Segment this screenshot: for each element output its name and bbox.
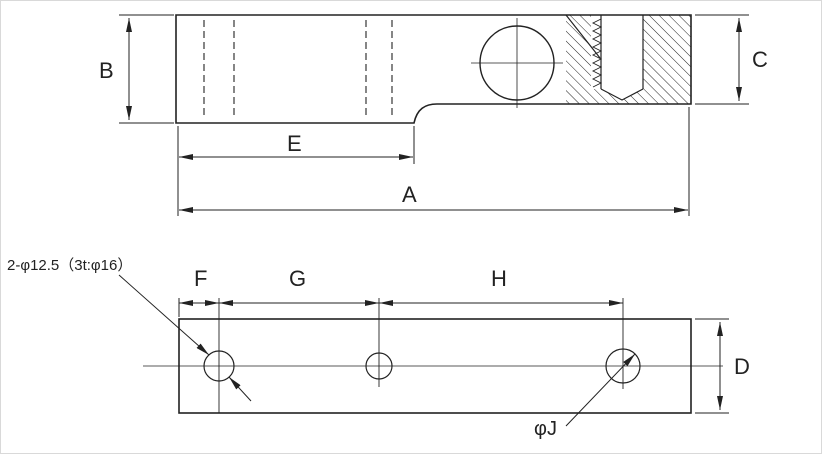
plan-view-dimensions: F G H D 2-φ12.5（3t:φ16） φJ	[7, 257, 750, 440]
plan-view	[143, 298, 723, 414]
hatch-area	[566, 15, 691, 104]
dim-label-a: A	[402, 182, 417, 207]
hole-note: 2-φ12.5（3t:φ16）	[7, 257, 132, 274]
side-view	[175, 14, 692, 124]
chamfer-edge	[565, 14, 601, 59]
side-view-outline	[175, 14, 692, 124]
dim-label-g: G	[289, 266, 306, 291]
dim-label-c: C	[752, 47, 768, 72]
hole2	[365, 352, 393, 380]
thread-profile	[591, 18, 603, 88]
dim-label-b: B	[99, 58, 114, 83]
hole-j-label: φJ	[534, 418, 557, 440]
hole-j-leader	[565, 353, 636, 427]
hole-note-leader	[118, 274, 210, 356]
dim-label-d: D	[734, 354, 750, 379]
side-view-dimensions: B C E A	[99, 14, 768, 216]
hole3	[605, 348, 641, 384]
dim-label-h: H	[491, 266, 507, 291]
bore-bottom	[600, 88, 644, 101]
dim-label-e: E	[287, 131, 302, 156]
dim-label-f: F	[194, 266, 207, 291]
hole-note-leader-2	[228, 376, 252, 402]
hole1	[203, 350, 235, 382]
